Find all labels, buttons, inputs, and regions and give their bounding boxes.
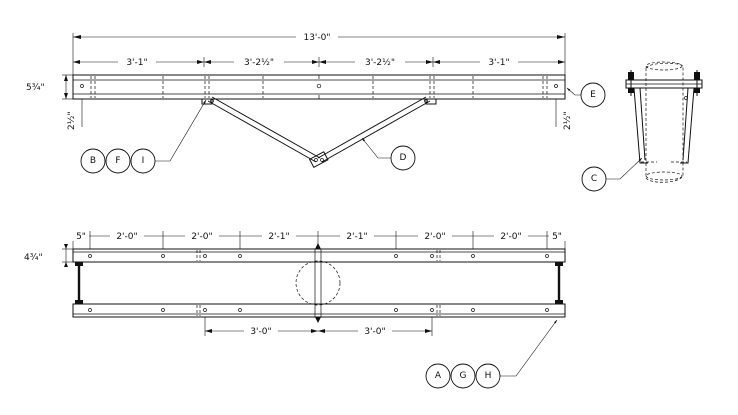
left-end-offset-label: 2½" — [67, 111, 77, 130]
section-view: C — [581, 61, 703, 192]
v-brace — [207, 96, 431, 168]
plan-bottom-span-2: 3'-0" — [364, 327, 385, 337]
callout-bfi: B F I — [80, 99, 207, 174]
plan-span-5: 2'-1" — [346, 232, 367, 242]
span-label-1: 3'-1" — [126, 58, 147, 68]
callout-e: E — [566, 82, 606, 108]
plan-bottom-span-1: 3'-0" — [250, 327, 271, 337]
plan-span-4: 2'-1" — [268, 232, 289, 242]
callout-g: G — [460, 371, 467, 381]
callout-d: D — [361, 137, 416, 171]
callout-b: B — [90, 156, 96, 166]
overall-dimension-label: 13'-0" — [303, 33, 330, 43]
callout-h: H — [485, 371, 492, 381]
span-label-3: 3'-2½" — [365, 58, 395, 68]
plan-top-rail — [72, 248, 566, 263]
plan-span-8: 5" — [552, 232, 562, 242]
span-label-4: 3'-1" — [488, 58, 509, 68]
plan-span-7: 2'-0" — [500, 232, 521, 242]
plan-span-1: 5" — [76, 232, 86, 242]
callout-a: A — [435, 371, 442, 381]
svg-text:D: D — [400, 153, 407, 163]
elevation-depth-label: 5¾" — [26, 83, 45, 93]
svg-text:C: C — [591, 174, 597, 184]
plan-view: 5" 2'-0" 2'-0" 2'-1" 2'-1" 2'-0" 2'-0" 5… — [24, 231, 566, 389]
callout-c: C — [581, 157, 643, 192]
plan-bottom-rail — [72, 303, 566, 318]
callout-i: I — [142, 156, 145, 166]
callout-agh: A G H — [425, 319, 558, 389]
plan-span-3: 2'-0" — [191, 232, 212, 242]
plan-span-2: 2'-0" — [116, 232, 137, 242]
svg-text:E: E — [590, 90, 596, 100]
right-end-offset-label: 2½" — [563, 111, 573, 130]
callout-f: F — [115, 156, 120, 166]
elevation-view: 13'-0" 3'-1" 3'-2½" 3'-2½" 3'-1" — [26, 31, 606, 174]
plan-span-6: 2'-0" — [424, 232, 445, 242]
plan-depth-label: 4¾" — [24, 253, 43, 263]
span-label-2: 3'-2½" — [244, 58, 274, 68]
